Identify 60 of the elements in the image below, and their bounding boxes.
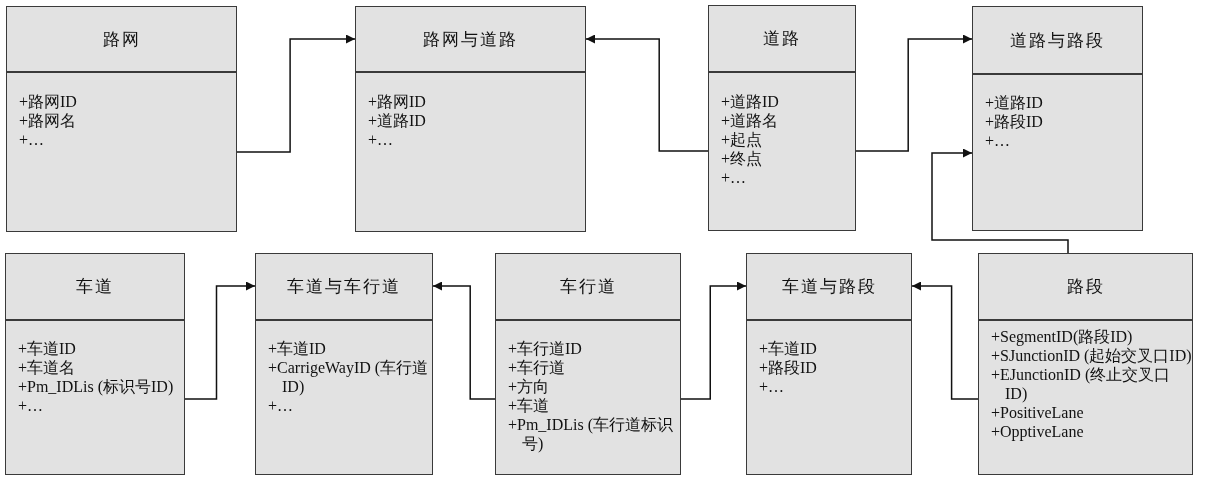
attribute-text: +道路ID: [721, 92, 780, 111]
attribute-text: +…: [759, 377, 786, 396]
attribute-text: +…: [368, 130, 395, 149]
attribute-text: +SJunctionID (起始交叉口ID): [991, 346, 1192, 365]
class-name: 道路: [763, 28, 801, 50]
class-box: [746, 253, 912, 475]
class-name: 路网与道路: [423, 28, 518, 51]
attribute-text: +…: [19, 130, 46, 149]
class-name: 车道与路段: [781, 276, 877, 298]
attribute-text: +SegmentID(路段ID): [991, 327, 1134, 346]
class-name: 车道与车行道: [287, 276, 401, 298]
arrow: [184, 281, 256, 400]
arrow: [432, 281, 496, 400]
attribute-text: +车道名: [18, 358, 77, 377]
class-name: 车行道: [559, 276, 617, 298]
attribute-text: +车道ID: [18, 339, 77, 358]
attribute-text: +…: [985, 131, 1012, 150]
attribute-text: +Pm_IDLis (标识号ID): [18, 377, 175, 396]
attribute-text: +终点: [721, 149, 764, 168]
attribute-text: +…: [721, 168, 748, 187]
attribute-text: +车道: [508, 396, 551, 415]
class-name: 路段: [1066, 276, 1105, 298]
class-box: [355, 6, 586, 232]
class-name: 路网: [102, 28, 141, 51]
arrow: [680, 281, 747, 400]
class-box: [972, 6, 1143, 231]
class-box: [255, 253, 433, 475]
attribute-text: +…: [18, 396, 45, 415]
attribute-text: +方向: [508, 377, 551, 396]
attribute-text: +道路名: [721, 111, 780, 130]
attribute-text: +OpptiveLane: [991, 422, 1085, 441]
arrow: [585, 34, 709, 152]
class-box: [6, 6, 237, 232]
attribute-text: +…: [268, 396, 295, 415]
class-box: [495, 253, 681, 475]
attribute-text: +路网ID: [19, 92, 78, 111]
arrow: [855, 34, 973, 152]
arrow: [931, 148, 1069, 254]
attribute-text: +起点: [721, 130, 764, 149]
attribute-text: +车道ID: [268, 339, 327, 358]
class-box: [978, 253, 1193, 475]
attribute-text: +路网名: [19, 111, 78, 130]
attribute-text: +路段ID: [985, 112, 1044, 131]
attribute-text: +CarrigeWayID (车行道ID): [268, 358, 430, 396]
attribute-text: +车道ID: [759, 339, 818, 358]
attribute-text: +车行道: [508, 358, 567, 377]
class-name: 道路与路段: [1010, 29, 1105, 52]
attribute-text: +EJunctionID (终止交叉口ID): [991, 365, 1172, 403]
attribute-text: +PositiveLane: [991, 403, 1085, 422]
class-box: [708, 5, 856, 231]
attribute-text: +路网ID: [368, 92, 427, 111]
attribute-text: +路段ID: [759, 358, 818, 377]
class-name: 车道: [76, 276, 114, 298]
attribute-text: +车行道ID: [508, 339, 583, 358]
attribute-text: +道路ID: [985, 93, 1044, 112]
arrow: [911, 281, 979, 400]
class-box: [5, 253, 185, 475]
attribute-text: +道路ID: [368, 111, 427, 130]
arrow: [236, 34, 356, 153]
attribute-text: +Pm_IDLis (车行道标识号): [508, 415, 675, 453]
